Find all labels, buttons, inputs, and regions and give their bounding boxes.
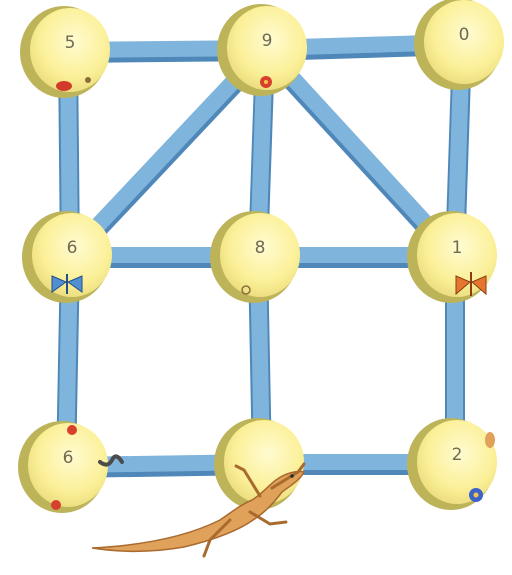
node-number: 2 xyxy=(452,445,463,465)
node-number: 6 xyxy=(67,238,78,258)
node-bottom-left: 6 xyxy=(18,421,108,513)
node-number: 6 xyxy=(63,448,74,468)
red-flower-icon xyxy=(260,76,272,88)
nodes: 5 9 0 6 8 1 6 2 xyxy=(18,0,504,513)
node-number: 1 xyxy=(452,238,463,258)
node-number: 8 xyxy=(255,238,266,258)
node-number: 5 xyxy=(65,33,76,53)
node-number: 0 xyxy=(459,25,470,45)
node-top-right: 0 xyxy=(414,0,504,90)
node-center: 8 xyxy=(210,211,300,303)
node-bottom-right: 2 xyxy=(407,418,497,510)
node-number: 9 xyxy=(262,31,273,51)
